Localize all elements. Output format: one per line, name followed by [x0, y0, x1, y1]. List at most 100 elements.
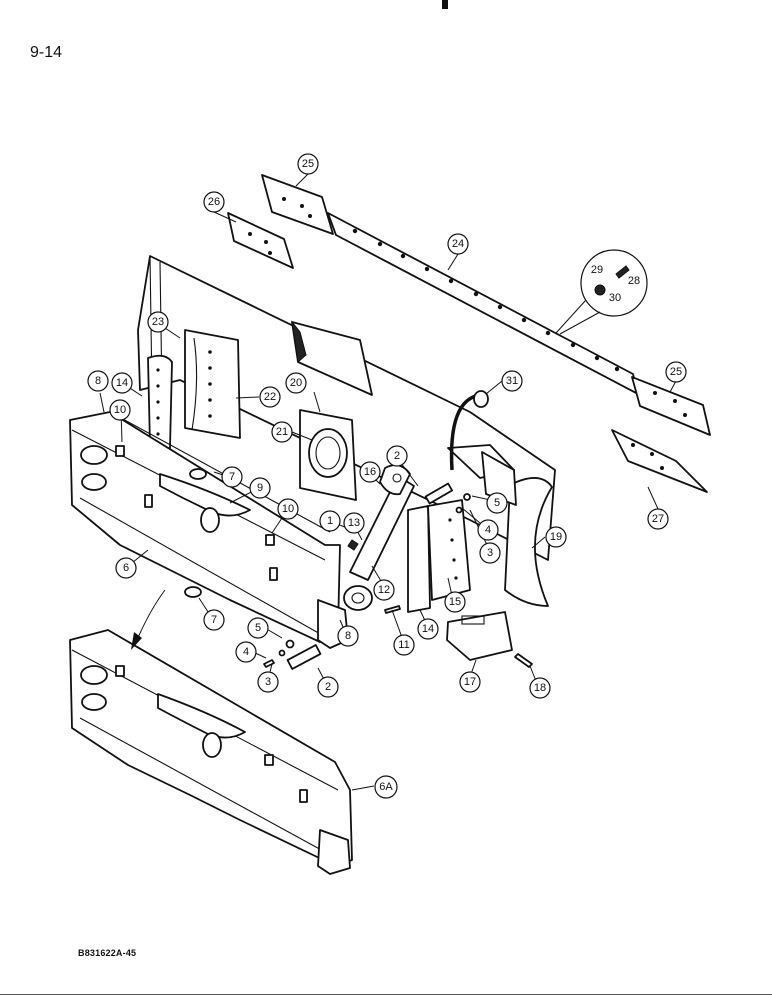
callout-11: 11: [393, 634, 415, 656]
svg-text:12: 12: [378, 584, 390, 596]
callout-24: 24: [447, 233, 469, 255]
cutting-edge-segments: [227, 174, 711, 493]
page-top-mark: [442, 0, 448, 9]
callout-16: 16: [359, 461, 381, 483]
callout-10-right: 10: [277, 498, 299, 520]
callout-12: 12: [373, 579, 395, 601]
push-beam-6a: [69, 629, 353, 875]
callout-6a: 6A: [374, 775, 398, 799]
svg-text:3: 3: [265, 676, 271, 688]
svg-text:14: 14: [116, 377, 128, 389]
svg-text:3: 3: [487, 547, 493, 559]
svg-text:8: 8: [95, 375, 101, 387]
right-end-plate-19: [447, 444, 553, 607]
callout-7-top: 7: [221, 466, 243, 488]
callout-29: 29: [591, 264, 603, 276]
callout-26: 26: [203, 191, 225, 213]
hardware-detail-bubble: [555, 249, 648, 335]
svg-text:6: 6: [123, 562, 129, 574]
svg-text:6A: 6A: [379, 781, 393, 793]
callout-21: 21: [271, 421, 293, 443]
svg-text:14: 14: [422, 623, 434, 635]
callout-5-right: 5: [486, 492, 508, 514]
svg-text:7: 7: [211, 614, 217, 626]
upper-pin-hardware: [424, 482, 471, 514]
svg-text:20: 20: [290, 377, 302, 389]
page-number: 9-14: [30, 44, 63, 61]
svg-text:16: 16: [364, 466, 376, 478]
blade-moldboard: [137, 255, 556, 561]
svg-text:15: 15: [449, 596, 461, 608]
svg-text:13: 13: [348, 517, 360, 529]
callout-2-top: 2: [386, 445, 408, 467]
callout-4-right: 4: [477, 519, 499, 541]
callout-2-bottom: 2: [317, 676, 339, 698]
alternate-part-arrow: [131, 589, 166, 650]
bottom-rule: [0, 994, 772, 995]
svg-text:26: 26: [208, 196, 220, 208]
svg-text:4: 4: [485, 524, 491, 536]
svg-text:10: 10: [282, 503, 294, 515]
svg-text:30: 30: [609, 292, 621, 304]
svg-text:27: 27: [652, 513, 664, 525]
svg-text:25: 25: [302, 158, 314, 170]
callout-5-left: 5: [247, 617, 269, 639]
svg-text:23: 23: [152, 316, 164, 328]
svg-text:1: 1: [327, 515, 333, 527]
callout-17: 17: [459, 671, 481, 693]
svg-text:2: 2: [394, 450, 400, 462]
svg-text:28: 28: [628, 275, 640, 287]
callout-20: 20: [285, 372, 307, 394]
svg-text:10: 10: [114, 404, 126, 416]
end-bit-27: [611, 429, 708, 493]
callout-18: 18: [529, 677, 551, 699]
svg-text:25: 25: [670, 366, 682, 378]
bolt-18: [514, 653, 533, 668]
callout-6: 6: [115, 557, 137, 579]
callout-25-right: 25: [665, 361, 687, 383]
svg-text:24: 24: [452, 238, 464, 250]
callout-7-bottom: 7: [203, 609, 225, 631]
svg-text:8: 8: [345, 630, 351, 642]
svg-text:17: 17: [464, 676, 476, 688]
svg-text:4: 4: [243, 646, 249, 658]
svg-text:7: 7: [229, 471, 235, 483]
callout-31: 31: [501, 370, 523, 392]
svg-text:2: 2: [325, 681, 331, 693]
callout-14-right: 14: [417, 618, 439, 640]
svg-text:5: 5: [494, 497, 500, 509]
svg-text:22: 22: [264, 391, 276, 403]
callout-15: 15: [444, 591, 466, 613]
callout-25-top: 25: [297, 153, 319, 175]
svg-text:5: 5: [255, 622, 261, 634]
callout-14-left: 14: [111, 372, 133, 394]
callout-9: 9: [249, 477, 271, 499]
callout-1: 1: [319, 510, 341, 532]
callout-28: 28: [628, 275, 640, 287]
hose-31: [449, 390, 489, 471]
svg-text:29: 29: [591, 264, 603, 276]
callout-4-left: 4: [235, 641, 257, 663]
callout-10-left: 10: [109, 399, 131, 421]
svg-text:19: 19: [550, 531, 562, 543]
callout-3-right: 3: [479, 542, 501, 564]
callout-23: 23: [147, 311, 169, 333]
svg-text:18: 18: [534, 682, 546, 694]
callout-30: 30: [609, 292, 621, 304]
svg-text:31: 31: [506, 375, 518, 387]
svg-text:21: 21: [276, 426, 288, 438]
push-beam-6: [69, 411, 349, 649]
end-bit-26: [227, 212, 294, 269]
bracket-17: [446, 611, 513, 661]
end-bit-25-left: [261, 174, 334, 235]
callout-3-left: 3: [257, 671, 279, 693]
callout-8-top: 8: [87, 370, 109, 392]
svg-text:11: 11: [398, 639, 409, 651]
end-bit-25-right: [631, 376, 711, 436]
wear-plates-14-15: [384, 499, 471, 614]
callout-13: 13: [343, 512, 365, 534]
callout-27: 27: [647, 508, 669, 530]
callout-22: 22: [259, 386, 281, 408]
callout-19: 19: [545, 526, 567, 548]
